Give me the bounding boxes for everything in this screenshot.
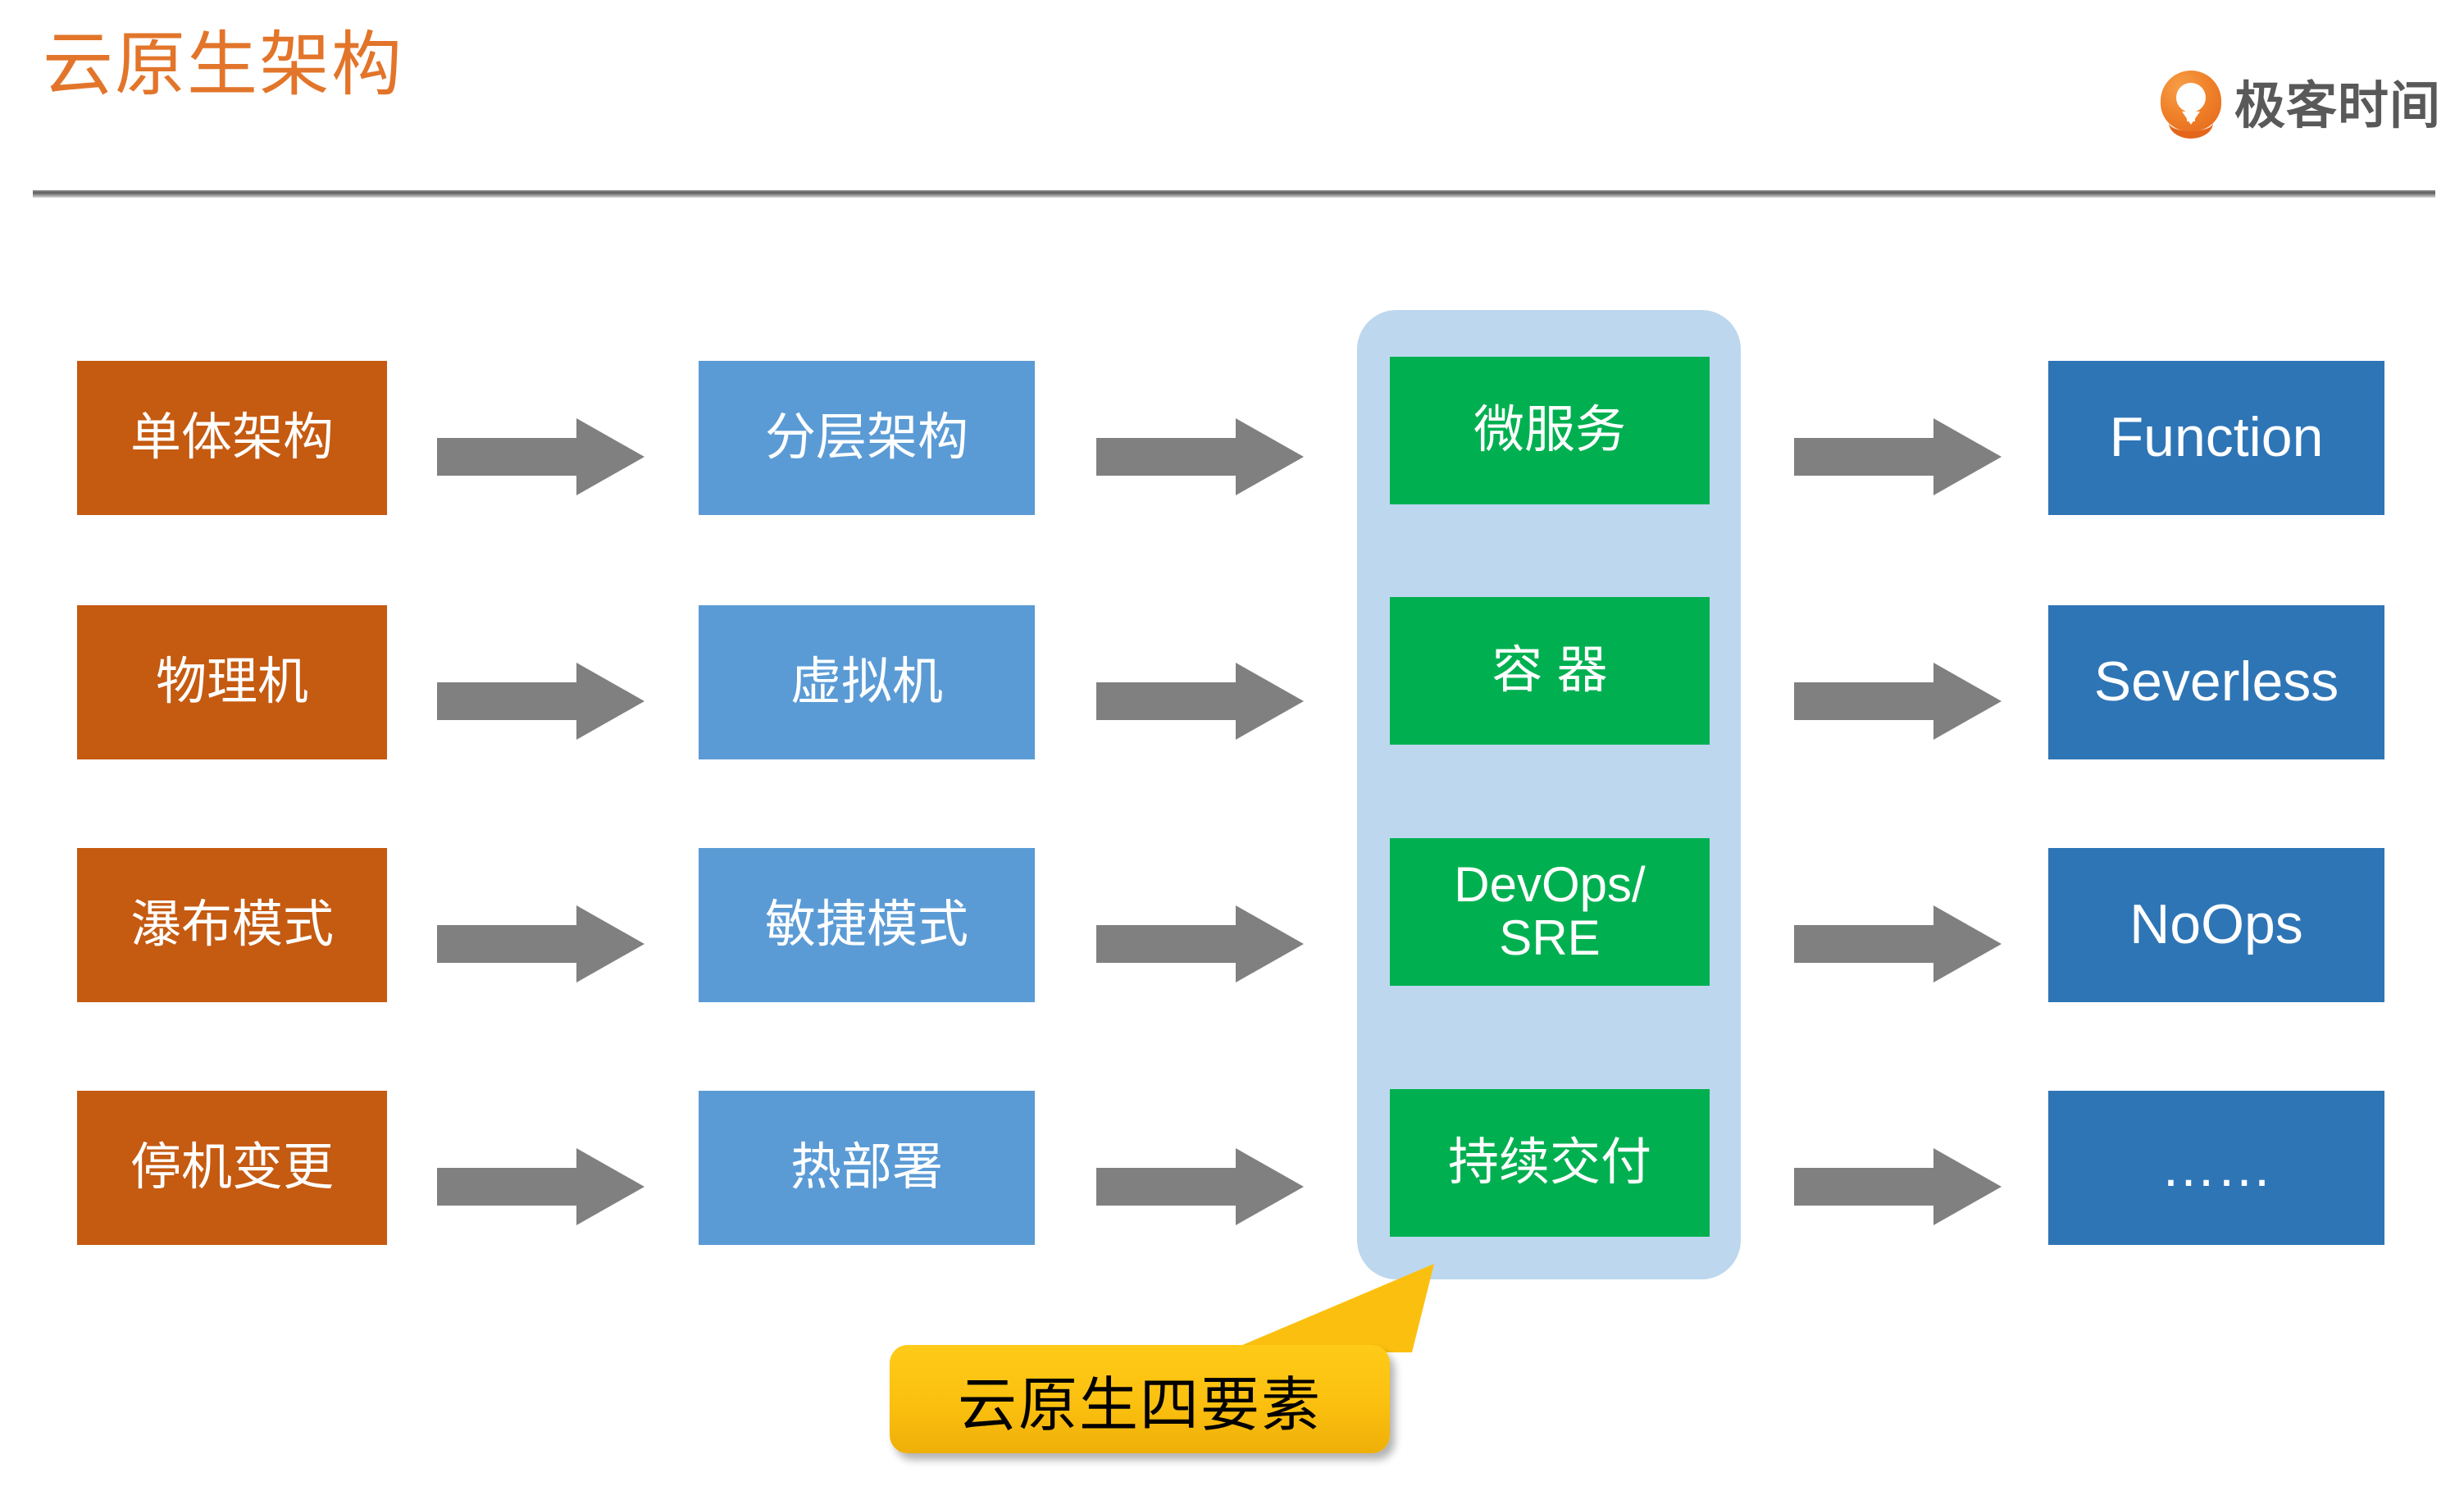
stage-box-cloud-native-1[interactable]: 微服务 xyxy=(1390,357,1710,504)
stage-box-cloud-native-4[interactable]: 持续交付 xyxy=(1390,1089,1710,1237)
callout-pointer xyxy=(1225,1264,1434,1352)
right-arrow-icon xyxy=(437,1148,644,1225)
stage-box-future-4[interactable]: …… xyxy=(2048,1091,2384,1245)
stage-box-future-1[interactable]: Function xyxy=(2048,361,2384,515)
right-arrow-icon xyxy=(437,905,644,983)
stage-box-legacy-1[interactable]: 单体架构 xyxy=(77,361,387,515)
stage-box-future-3[interactable]: NoOps xyxy=(2048,848,2384,1002)
right-arrow-icon xyxy=(437,418,644,495)
stage-box-layered-2[interactable]: 虚拟机 xyxy=(699,605,1035,759)
stage-box-legacy-4[interactable]: 停机变更 xyxy=(77,1091,387,1245)
geektime-logo-icon xyxy=(2160,71,2221,139)
right-arrow-icon xyxy=(1794,1148,2002,1225)
brand-logo: 极客时间 xyxy=(2160,64,2441,139)
stage-box-legacy-2[interactable]: 物理机 xyxy=(77,605,387,759)
stage-box-future-2[interactable]: Severless xyxy=(2048,605,2384,759)
stage-box-layered-1[interactable]: 分层架构 xyxy=(699,361,1035,515)
right-arrow-icon xyxy=(1794,663,2002,740)
stage-box-legacy-3[interactable]: 瀑布模式 xyxy=(77,848,387,1002)
right-arrow-icon xyxy=(1794,905,2002,983)
right-arrow-icon xyxy=(437,663,644,740)
stage-box-cloud-native-2[interactable]: 容 器 xyxy=(1390,597,1710,745)
right-arrow-icon xyxy=(1794,418,2002,495)
stage-box-layered-4[interactable]: 热部署 xyxy=(699,1091,1035,1245)
logo-smile xyxy=(2168,107,2213,139)
brand-name: 极客时间 xyxy=(2234,78,2441,134)
right-arrow-icon xyxy=(1096,905,1304,983)
page-title: 云原生架构 xyxy=(43,25,403,104)
right-arrow-icon xyxy=(1096,1148,1304,1225)
callout-label: 云原生四要素 xyxy=(957,1372,1322,1438)
stage-box-cloud-native-3[interactable]: DevOps/ SRE xyxy=(1390,838,1710,986)
right-arrow-icon xyxy=(1096,663,1304,740)
right-arrow-icon xyxy=(1096,418,1304,495)
stage-box-layered-3[interactable]: 敏捷模式 xyxy=(699,848,1035,1002)
callout-bubble[interactable]: 云原生四要素 xyxy=(890,1345,1390,1453)
header-divider xyxy=(33,190,2435,198)
